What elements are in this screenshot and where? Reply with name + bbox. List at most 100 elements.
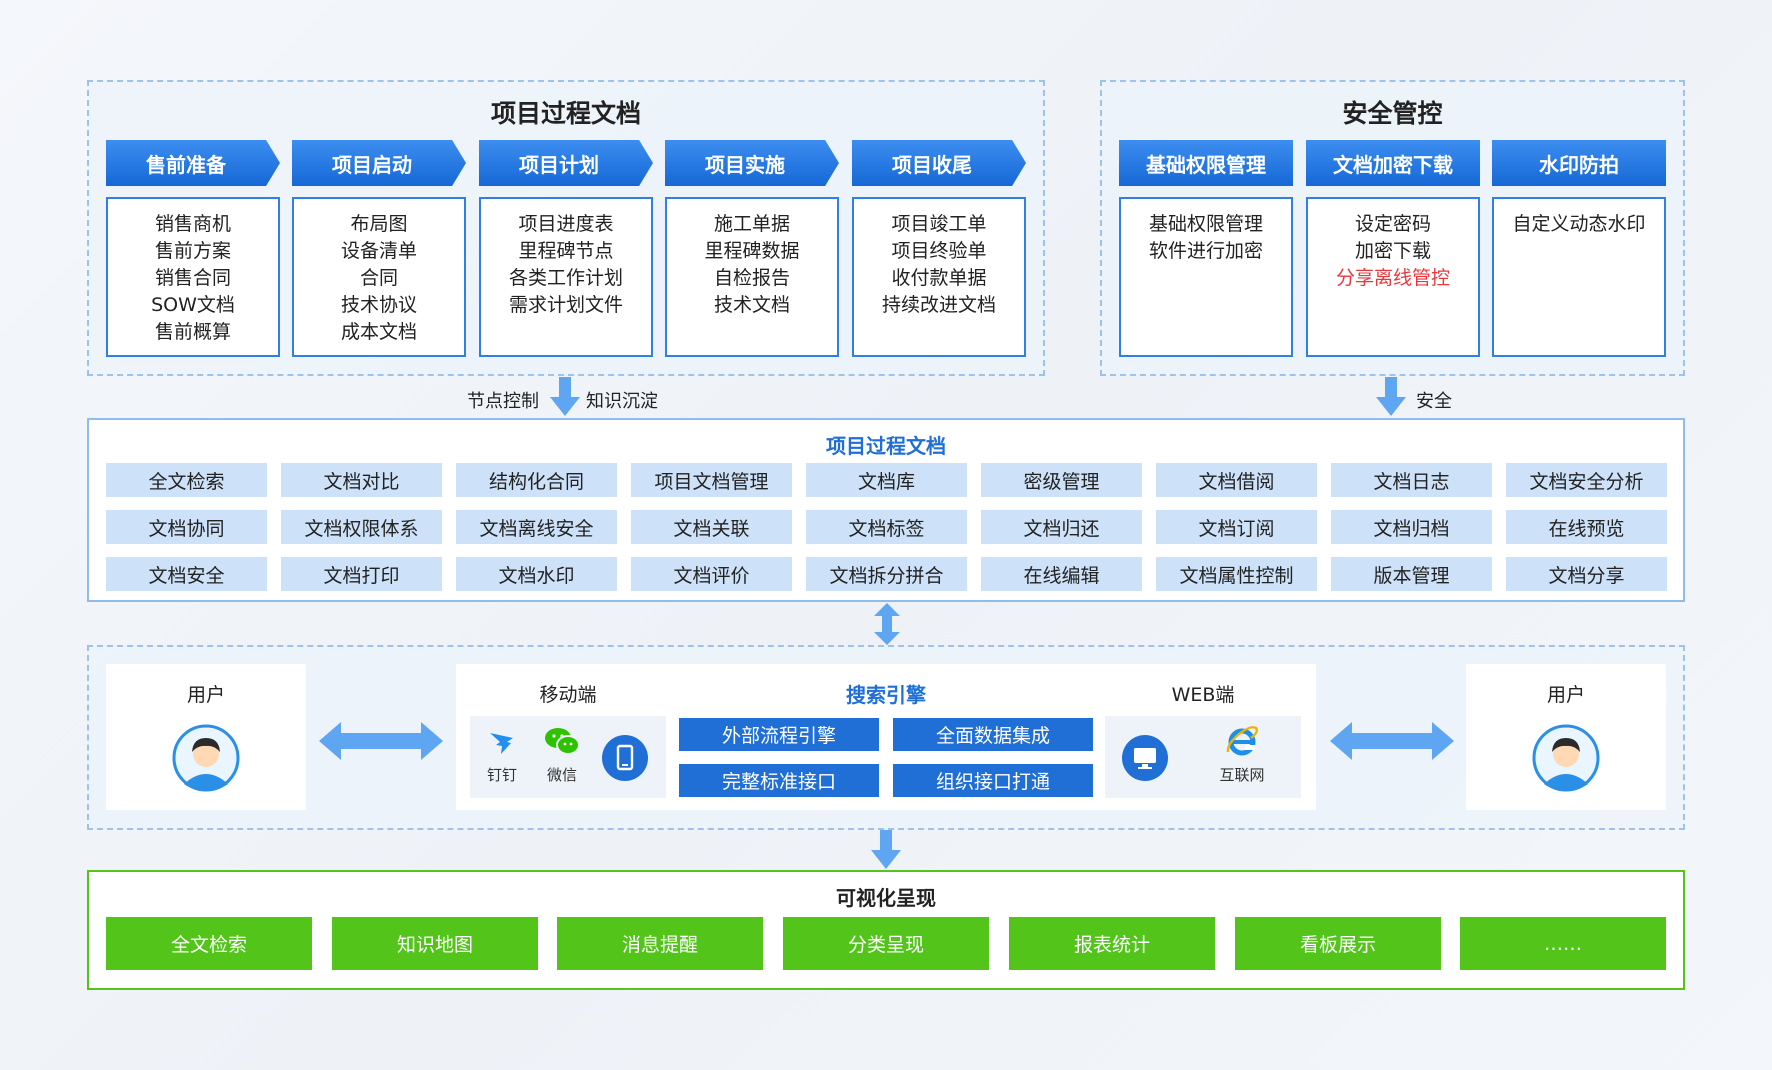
phase-presales: 售前准备 <box>106 140 280 186</box>
list-item: 基础权限管理 <box>1148 213 1263 235</box>
list-item: 销售合同 <box>154 267 231 289</box>
function-cell: 版本管理 <box>1331 557 1492 591</box>
wechat-icon[interactable] <box>544 726 580 758</box>
phase-planning: 项目计划 <box>479 140 653 186</box>
list-item: 布局图 <box>350 213 408 235</box>
function-cell: 文档对比 <box>281 463 442 497</box>
down-arrow-visual <box>869 830 903 870</box>
dingtalk-label: 钉钉 <box>486 766 517 784</box>
list-item: 持续改进文档 <box>881 294 996 316</box>
functions-title: 项目过程文档 <box>826 434 946 458</box>
list-item: 软件进行加密 <box>1148 240 1263 262</box>
node-control-label: 节点控制 <box>467 391 539 412</box>
function-cell: 文档借阅 <box>1156 463 1317 497</box>
function-cell: 文档评价 <box>631 557 792 591</box>
list-item: 里程碑节点 <box>518 240 614 262</box>
list-item: 各类工作计划 <box>508 267 623 289</box>
user-avatar-icon <box>1532 724 1600 792</box>
project-docs-title: 项目过程文档 <box>490 99 641 128</box>
list-item: 成本文档 <box>340 321 417 343</box>
function-cell: 项目文档管理 <box>631 463 792 497</box>
function-cell: 文档离线安全 <box>456 510 617 544</box>
function-cell: 文档分享 <box>1506 557 1667 591</box>
list-item: 收付款单据 <box>891 267 987 289</box>
phase-card-kickoff: 布局图 设备清单 合同 技术协议 成本文档 <box>292 197 466 357</box>
function-cell: 文档关联 <box>631 510 792 544</box>
down-arrow-right <box>1374 377 1408 417</box>
function-cell: 密级管理 <box>981 463 1142 497</box>
security-header-watermark: 水印防拍 <box>1492 140 1666 186</box>
function-cell: 文档安全分析 <box>1506 463 1667 497</box>
visual-knowledge-map: 知识地图 <box>332 917 538 970</box>
safety-label: 安全 <box>1416 391 1452 412</box>
visual-dashboard: 看板展示 <box>1235 917 1441 970</box>
function-cell: 文档属性控制 <box>1156 557 1317 591</box>
visual-message-alert: 消息提醒 <box>557 917 763 970</box>
list-item: 项目进度表 <box>518 213 614 235</box>
visual-title: 可视化呈现 <box>836 886 936 910</box>
knowledge-label: 知识沉淀 <box>586 391 658 412</box>
dingtalk-icon[interactable] <box>487 728 517 756</box>
function-cell: 文档标签 <box>806 510 967 544</box>
mobile-phone-icon[interactable] <box>602 735 648 781</box>
function-cell: 文档协同 <box>106 510 267 544</box>
user-avatar-icon <box>172 724 240 792</box>
phase-closing: 项目收尾 <box>852 140 1026 186</box>
list-item: 设定密码 <box>1354 213 1431 235</box>
security-title: 安全管控 <box>1342 99 1443 128</box>
list-item: 设备清单 <box>340 240 417 262</box>
engine-external-flow: 外部流程引擎 <box>679 718 879 751</box>
web-label: WEB端 <box>1171 684 1235 706</box>
user-left-label: 用户 <box>186 684 225 706</box>
list-item: 自检报告 <box>713 267 790 289</box>
engine-data-integration: 全面数据集成 <box>893 718 1093 751</box>
function-cell: 结构化合同 <box>456 463 617 497</box>
list-item: 合同 <box>359 267 398 289</box>
list-item: 加密下载 <box>1354 240 1431 262</box>
phase-card-presales: 销售商机 售前方案 销售合同 SOW文档 售前概算 <box>106 197 280 357</box>
mobile-label: 移动端 <box>539 684 597 706</box>
security-header-encrypt: 文档加密下载 <box>1306 140 1480 186</box>
wechat-label: 微信 <box>546 766 577 784</box>
search-engine-title: 搜索引擎 <box>846 683 926 707</box>
function-cell: 文档归档 <box>1331 510 1492 544</box>
phase-card-execution: 施工单据 里程碑数据 自检报告 技术文档 <box>665 197 839 357</box>
function-cell: 文档安全 <box>106 557 267 591</box>
phase-card-planning: 项目进度表 里程碑节点 各类工作计划 需求计划文件 <box>479 197 653 357</box>
security-card-encrypt: 设定密码 加密下载 分享离线管控 <box>1306 197 1480 357</box>
double-arrow-right <box>1330 722 1454 760</box>
internet-explorer-icon[interactable] <box>1225 724 1259 758</box>
list-item: 项目竣工单 <box>891 213 987 235</box>
phase-execution: 项目实施 <box>665 140 839 186</box>
visual-category-view: 分类呈现 <box>783 917 989 970</box>
function-cell: 文档打印 <box>281 557 442 591</box>
user-right-label: 用户 <box>1546 684 1585 706</box>
down-arrow-left <box>548 377 582 417</box>
internet-label: 互联网 <box>1219 766 1265 784</box>
function-cell: 文档归还 <box>981 510 1142 544</box>
function-cell: 在线预览 <box>1506 510 1667 544</box>
visual-report-stats: 报表统计 <box>1009 917 1215 970</box>
list-item: 技术协议 <box>340 294 417 316</box>
list-item-highlight: 分享离线管控 <box>1335 267 1450 289</box>
visual-more: …… <box>1460 917 1666 970</box>
security-header-permission: 基础权限管理 <box>1119 140 1293 186</box>
function-cell: 文档拆分拼合 <box>806 557 967 591</box>
list-item: 里程碑数据 <box>704 240 800 262</box>
engine-org-api: 组织接口打通 <box>893 764 1093 797</box>
desktop-monitor-icon[interactable] <box>1122 735 1168 781</box>
list-item: 施工单据 <box>713 213 790 235</box>
list-item: 项目终验单 <box>891 240 987 262</box>
function-cell: 文档日志 <box>1331 463 1492 497</box>
list-item: 售前方案 <box>154 240 231 262</box>
phase-kickoff: 项目启动 <box>292 140 466 186</box>
function-cell: 文档库 <box>806 463 967 497</box>
security-card-watermark: 自定义动态水印 <box>1492 197 1666 357</box>
visual-fulltext-search: 全文检索 <box>106 917 312 970</box>
list-item: 自定义动态水印 <box>1512 213 1646 235</box>
engine-standard-api: 完整标准接口 <box>679 764 879 797</box>
phase-card-closing: 项目竣工单 项目终验单 收付款单据 持续改进文档 <box>852 197 1026 357</box>
list-item: 需求计划文件 <box>508 294 623 316</box>
function-cell: 在线编辑 <box>981 557 1142 591</box>
list-item: 销售商机 <box>154 213 231 235</box>
